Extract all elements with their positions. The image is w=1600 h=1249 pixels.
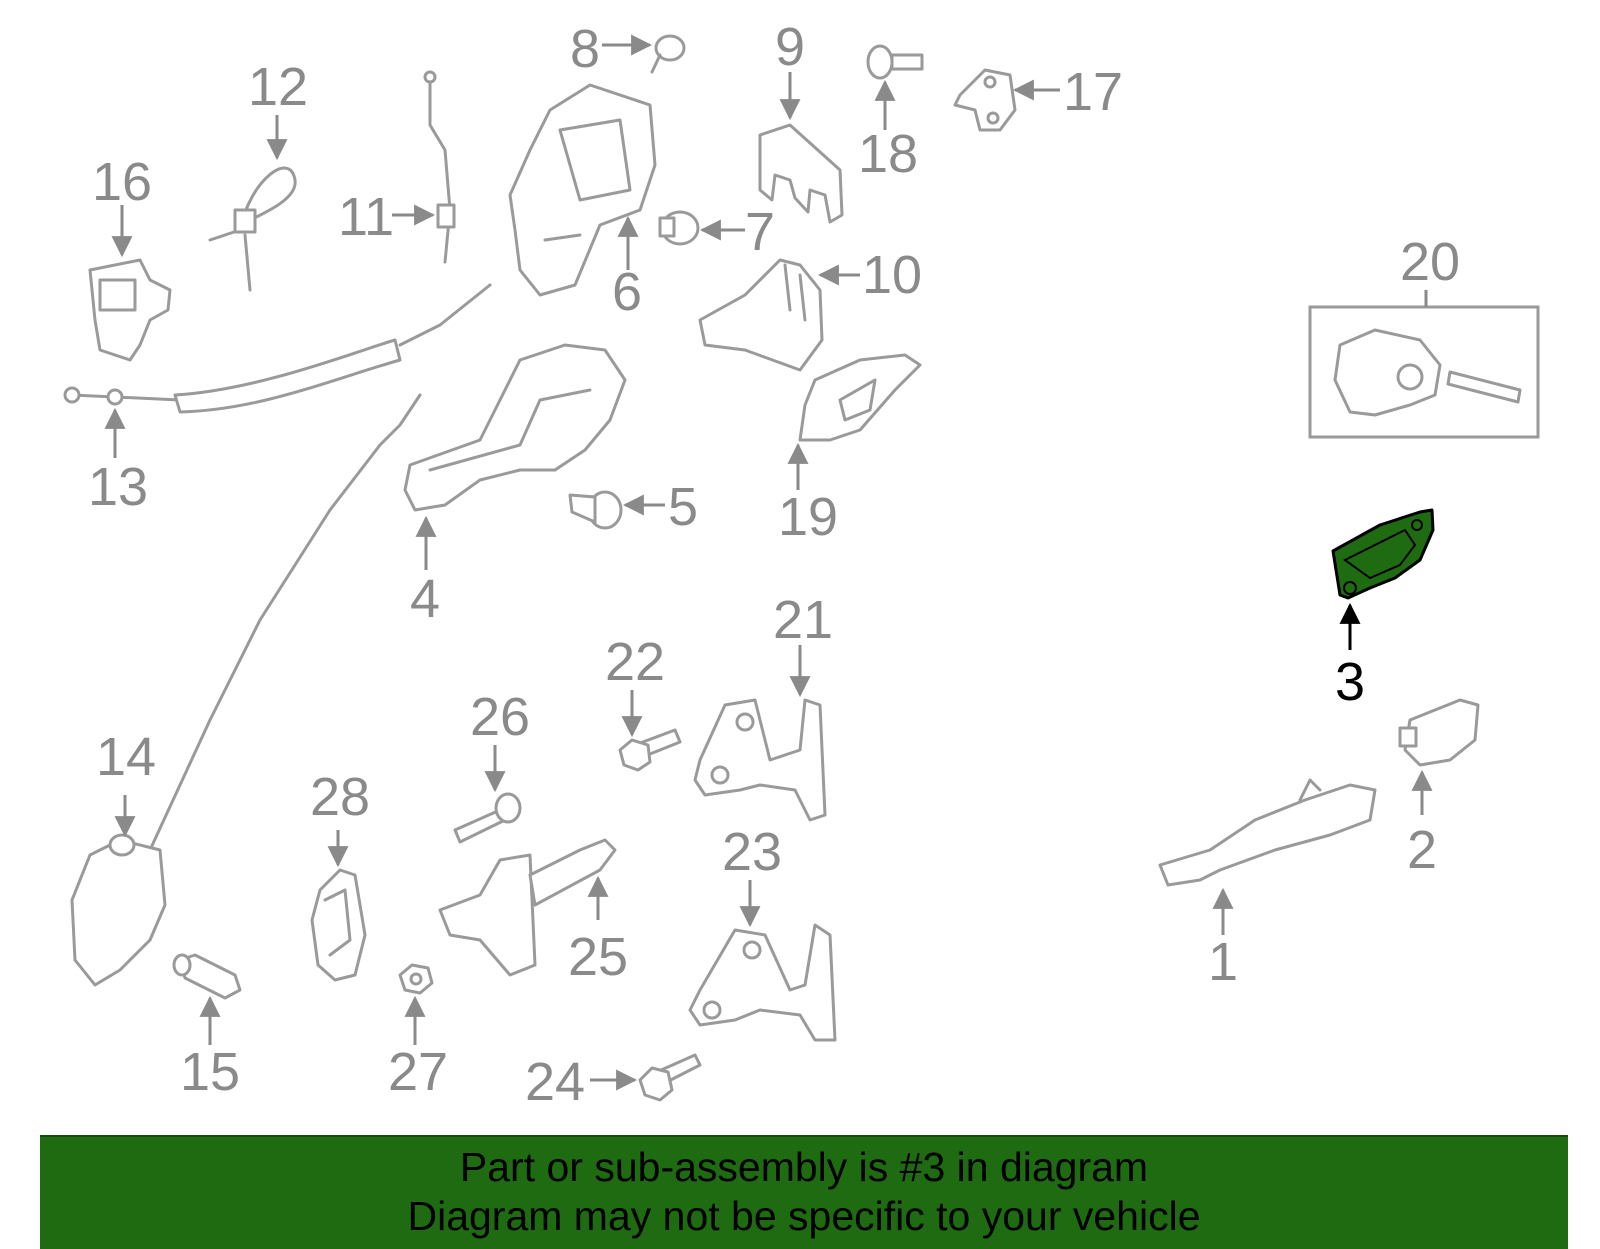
callout-2: 2 bbox=[1407, 820, 1437, 880]
callout-16: 16 bbox=[92, 152, 152, 212]
callout-17: 17 bbox=[1063, 62, 1123, 122]
callout-25: 25 bbox=[568, 927, 628, 987]
callout-4: 4 bbox=[410, 569, 440, 629]
part-1-outer-handle[interactable] bbox=[1158, 778, 1377, 887]
callout-6: 6 bbox=[612, 262, 642, 322]
part-18-pin[interactable] bbox=[866, 44, 924, 80]
part-25-door-check[interactable] bbox=[438, 838, 617, 977]
callout-11: 11 bbox=[338, 187, 394, 247]
part-10-bracket[interactable] bbox=[698, 258, 824, 372]
part-2-end-cap[interactable] bbox=[1398, 698, 1480, 767]
callout-18: 18 bbox=[858, 124, 918, 184]
callout-3: 3 bbox=[1335, 652, 1365, 712]
banner-line-1: Part or sub-assembly is #3 in diagram bbox=[459, 1144, 1149, 1190]
callout-24: 24 bbox=[525, 1052, 585, 1112]
callout-13: 13 bbox=[88, 457, 148, 517]
callout-1: 1 bbox=[1208, 932, 1238, 992]
part-13-cable[interactable] bbox=[63, 283, 492, 414]
callout-7: 7 bbox=[745, 202, 775, 262]
part-6-latch[interactable] bbox=[508, 83, 657, 297]
callout-19: 19 bbox=[778, 487, 838, 547]
part-14-rear-latch[interactable] bbox=[70, 393, 422, 987]
callout-21: 21 bbox=[773, 590, 833, 650]
callout-20: 20 bbox=[1400, 232, 1460, 292]
callout-23: 23 bbox=[722, 822, 782, 882]
part-20-lock-set[interactable] bbox=[1308, 305, 1540, 439]
callout-27: 27 bbox=[388, 1042, 448, 1102]
part-16-lock-actuator[interactable] bbox=[88, 258, 172, 362]
callout-28: 28 bbox=[310, 767, 370, 827]
part-23-lower-hinge[interactable] bbox=[688, 923, 837, 1042]
callout-8: 8 bbox=[570, 19, 600, 79]
part-5-screw[interactable] bbox=[568, 490, 623, 530]
part-4-handle-frame[interactable] bbox=[403, 343, 627, 512]
callout-14: 14 bbox=[96, 727, 156, 787]
callout-12: 12 bbox=[248, 57, 308, 117]
part-15-pin[interactable] bbox=[172, 953, 242, 1000]
callout-15: 15 bbox=[180, 1042, 240, 1102]
part-28-cover-cap[interactable] bbox=[310, 868, 367, 982]
callout-26: 26 bbox=[470, 687, 530, 747]
part-7-plug[interactable] bbox=[658, 210, 700, 246]
part-17-striker[interactable] bbox=[953, 68, 1017, 132]
part-3-handle-cover[interactable] bbox=[1331, 508, 1435, 600]
part-26-bolt[interactable] bbox=[453, 792, 522, 844]
callout-10: 10 bbox=[862, 245, 922, 305]
part-21-upper-hinge[interactable] bbox=[693, 698, 827, 822]
callout-9: 9 bbox=[775, 17, 805, 77]
info-banner: Part or sub-assembly is #3 in diagram Di… bbox=[40, 1135, 1568, 1249]
part-22-bolt[interactable] bbox=[618, 728, 682, 772]
part-27-nut[interactable] bbox=[398, 963, 434, 995]
callout-5: 5 bbox=[668, 477, 698, 537]
part-11-rod[interactable] bbox=[423, 70, 456, 264]
part-9-cover[interactable] bbox=[758, 123, 844, 224]
banner-line-2: Diagram may not be specific to your vehi… bbox=[407, 1193, 1201, 1239]
part-19-inside-handle[interactable] bbox=[798, 353, 922, 442]
callout-22: 22 bbox=[605, 632, 665, 692]
part-8-screw[interactable] bbox=[650, 34, 686, 74]
part-24-bolt[interactable] bbox=[638, 1053, 702, 1102]
part-12-cable[interactable] bbox=[208, 166, 297, 292]
